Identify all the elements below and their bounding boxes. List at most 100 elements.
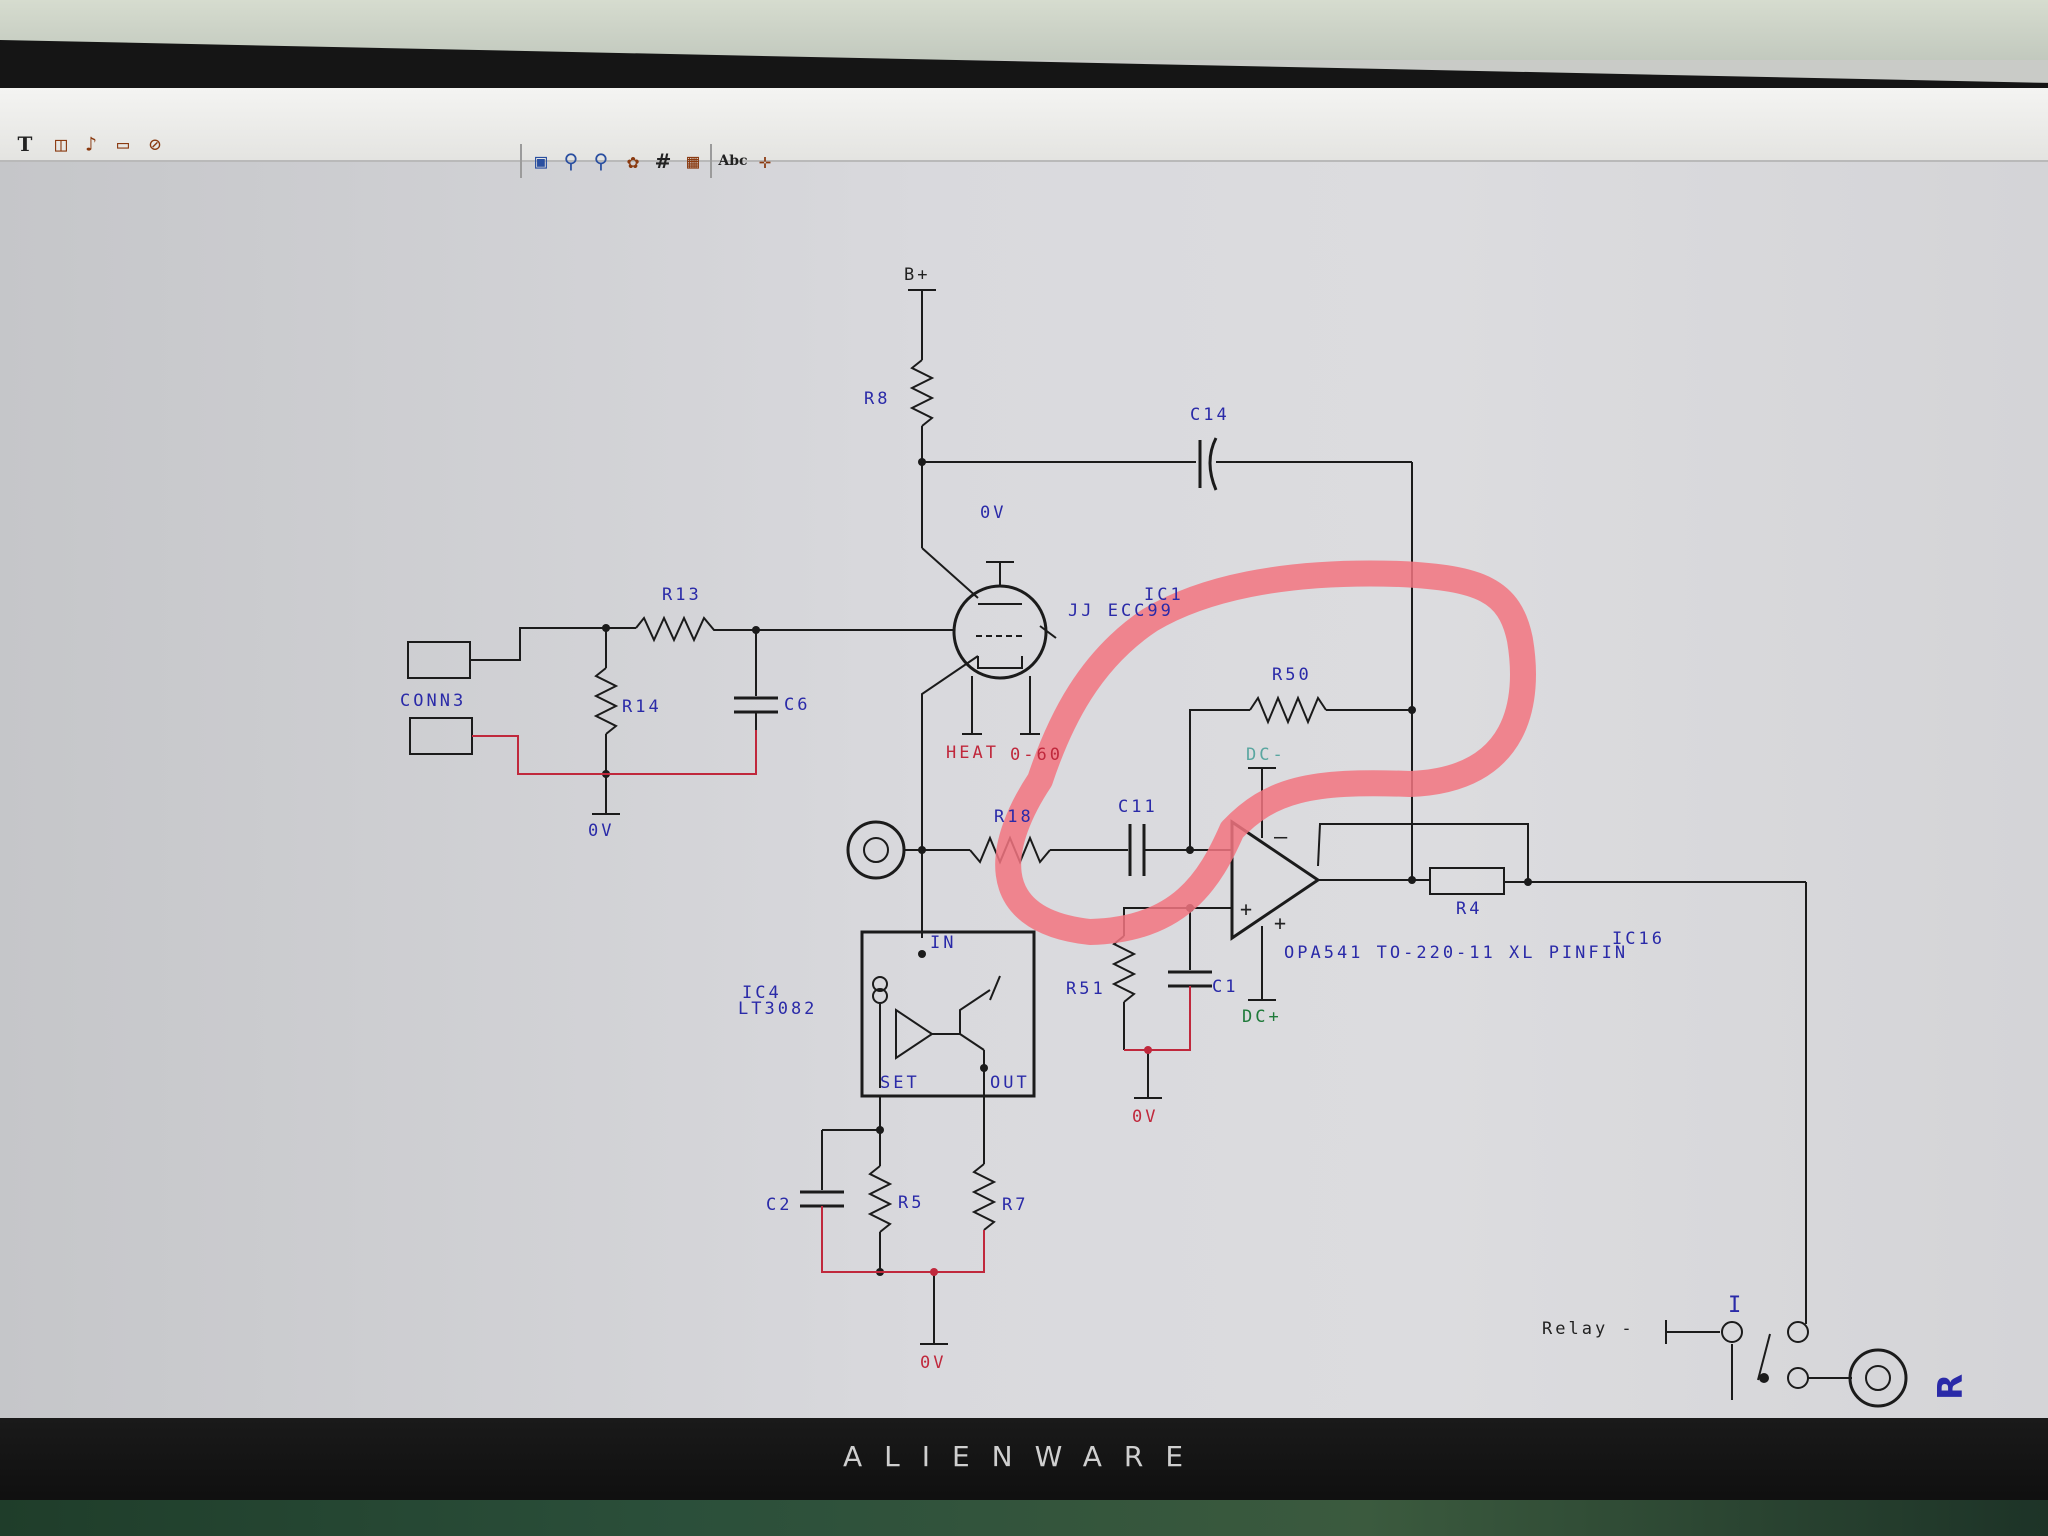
toolbar: T ◫ ♪ ▭ ⊘ ▣ ⚲ ⚲ ✿ # ▦ Abc ✛ [0,88,2048,178]
ground-wire [1124,986,1191,1051]
toolbar-separator [520,144,522,178]
rectangle-icon[interactable]: ▭ [116,132,130,156]
junction-dot [752,626,760,634]
junction-dot [1186,846,1194,854]
relay-contact[interactable] [1787,1321,1809,1343]
resistor-r5[interactable] [867,1165,893,1233]
label-ov-bottom: 0V [920,1353,946,1373]
tube-cathode [977,656,1023,669]
junction-dot [602,624,610,632]
regulator-current-source [872,988,888,1004]
label-r14: R14 [622,697,662,717]
label-c11: C11 [1118,797,1158,817]
label-ov-left: 0V [588,821,614,841]
regulator-transistor [932,989,991,1035]
relay-contact[interactable] [1787,1367,1809,1389]
label-c1: C1 [1212,977,1238,997]
wire [470,627,606,661]
regulator-transistor [989,975,1001,1001]
label-conn3: CONN3 [400,691,466,711]
text-tool-icon[interactable]: T [17,132,33,156]
label-heat-value: 0-60 [1010,745,1063,765]
label-c2: C2 [766,1195,792,1215]
tube-ecc99[interactable] [952,584,1048,680]
junction-dot [1408,876,1416,884]
regulator-internal-opamp [895,1008,934,1060]
label-supply-plus: + [1274,911,1289,935]
resistor-r8[interactable] [909,359,935,427]
grid-icon[interactable]: # [654,149,672,173]
output-jack-inner [863,837,889,863]
junction-dot [980,1064,988,1072]
junction-dot [918,846,926,854]
regulator-lt3082[interactable] [860,930,1036,1098]
label-r4: R4 [1456,899,1482,919]
wire [921,547,979,599]
crosshair-icon[interactable]: ✛ [758,149,772,173]
ground-wire [472,730,757,775]
label-ecc99: JJ ECC99 [1068,601,1174,621]
conn3-pin-1[interactable] [407,641,471,679]
label-set: SET [880,1073,920,1093]
label-opa541: OPA541 TO-220-11 XL PINFIN [1284,943,1628,963]
palette-icon[interactable]: ✿ [626,149,640,173]
regulator-transistor [959,1033,985,1051]
regulator-current-source [872,976,888,992]
label-r51: R51 [1066,979,1106,999]
resistor-r14[interactable] [593,667,619,735]
document-icon[interactable]: ◫ [54,132,68,156]
label-r8: R8 [864,389,890,409]
junction-dot [930,1268,938,1276]
no-entry-icon[interactable]: ⊘ [148,132,162,156]
output-connector-r-inner [1865,1365,1891,1391]
label-inverting-input: – [1274,825,1290,850]
label-r13: R13 [662,585,702,605]
wire [921,655,979,938]
zoom-in-icon[interactable]: ⚲ [563,149,579,173]
wire [1039,625,1057,639]
junction-dot [1144,1046,1152,1054]
label-noninverting-input: + [1240,897,1255,921]
wire [1189,709,1250,850]
resistor-r7[interactable] [971,1163,997,1231]
junction-dot [1524,878,1532,886]
monitor-brand-logo: ALIENWARE [842,1440,1206,1473]
pin-icon[interactable]: ♪ [84,132,98,156]
label-ov-top: 0V [980,503,1006,523]
label-ic16: IC16 [1612,929,1665,949]
resistor-r13[interactable] [635,615,724,643]
label-relay: Relay - [1542,1319,1635,1339]
toolbar-separator [710,144,712,178]
output-connector-r[interactable] [1848,1348,1908,1408]
resistor-r51[interactable] [1111,935,1137,1003]
conn3-pin-2[interactable] [409,717,473,755]
properties-icon[interactable]: ▦ [686,149,700,173]
relay-contact[interactable] [1721,1321,1743,1343]
relay-arrow [1759,1373,1769,1383]
label-ic4: IC4 [742,983,782,1003]
resistor-r50[interactable] [1249,695,1327,725]
label-r7: R7 [1002,1195,1028,1215]
label-in: IN [930,933,956,953]
label-relay-mark: I [1728,1293,1744,1318]
annotate-text-icon[interactable]: Abc [718,153,748,169]
label-c6: C6 [784,695,810,715]
resistor-r4[interactable] [1429,867,1505,895]
label-lt3082: LT3082 [738,999,817,1019]
zoom-out-icon[interactable]: ⚲ [593,149,609,173]
junction-dot [876,1126,884,1134]
label-bplus: B+ [904,265,930,285]
label-r50: R50 [1272,665,1312,685]
red-highlight-loop [995,560,1536,945]
ground-wire [821,1206,985,1273]
output-jack[interactable] [846,820,906,880]
label-ov-mid: 0V [1132,1107,1158,1127]
opamp-opa541[interactable] [1230,819,1321,941]
zoom-fit-icon[interactable]: ▣ [534,149,548,173]
label-heat: HEAT [946,743,999,763]
label-channel: R [1931,1371,1971,1400]
desk-items [0,1500,2048,1536]
junction-dot [918,458,926,466]
junction-dot [1408,706,1416,714]
